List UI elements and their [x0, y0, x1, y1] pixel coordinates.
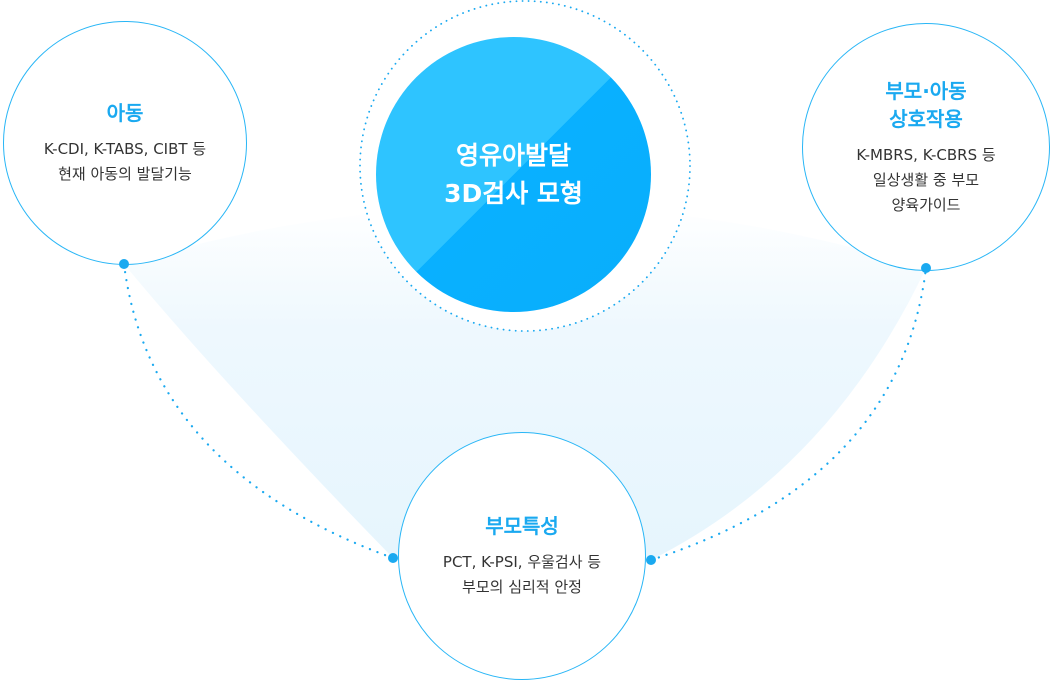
- shaded-area: [124, 205, 926, 561]
- node-interaction-desc-line3: 양육가이드: [891, 195, 961, 214]
- dot-interaction: [921, 263, 931, 273]
- center-circle: 영유아발달 3D검사 모형: [376, 37, 651, 312]
- node-parent-desc: PCT, K-PSI, 우울검사 등 부모의 심리적 안정: [443, 550, 601, 600]
- dot-parent-left: [388, 553, 398, 563]
- node-interaction-title: 부모·아동 상호작용: [885, 77, 966, 133]
- center-title-line1: 영유아발달: [455, 140, 571, 170]
- connector-parent-interaction: [649, 266, 928, 562]
- node-parent: 부모특성 PCT, K-PSI, 우울검사 등 부모의 심리적 안정: [398, 432, 646, 680]
- node-parent-desc-line1: PCT, K-PSI, 우울검사 등: [442, 553, 602, 571]
- node-interaction-desc-line1: K-MBRS, K-CBRS 등: [856, 145, 996, 164]
- node-child: 아동 K-CDI, K-TABS, CIBT 등 현재 아동의 발달기능: [3, 21, 247, 265]
- dot-parent-right: [646, 555, 656, 565]
- dot-child: [119, 259, 129, 269]
- node-parent-title: 부모특성: [485, 514, 559, 538]
- node-interaction-desc: K-MBRS, K-CBRS 등 일상생활 중 부모 양육가이드: [856, 143, 995, 218]
- node-child-title: 아동: [106, 101, 144, 125]
- node-child-desc-line2: 현재 아동의 발달기능: [58, 165, 192, 183]
- node-child-desc-line1: K-CDI, K-TABS, CIBT 등: [43, 140, 207, 158]
- node-child-desc: K-CDI, K-TABS, CIBT 등 현재 아동의 발달기능: [44, 137, 206, 187]
- node-interaction-title-line1: 부모·아동: [885, 78, 967, 103]
- node-interaction: 부모·아동 상호작용 K-MBRS, K-CBRS 등 일상생활 중 부모 양육…: [802, 23, 1050, 271]
- node-interaction-desc-line2: 일상생활 중 부모: [872, 170, 980, 189]
- center-title-line2: 3D검사 모형: [444, 178, 583, 208]
- node-parent-desc-line2: 부모의 심리적 안정: [462, 578, 582, 596]
- node-interaction-title-line2: 상호작용: [889, 106, 963, 131]
